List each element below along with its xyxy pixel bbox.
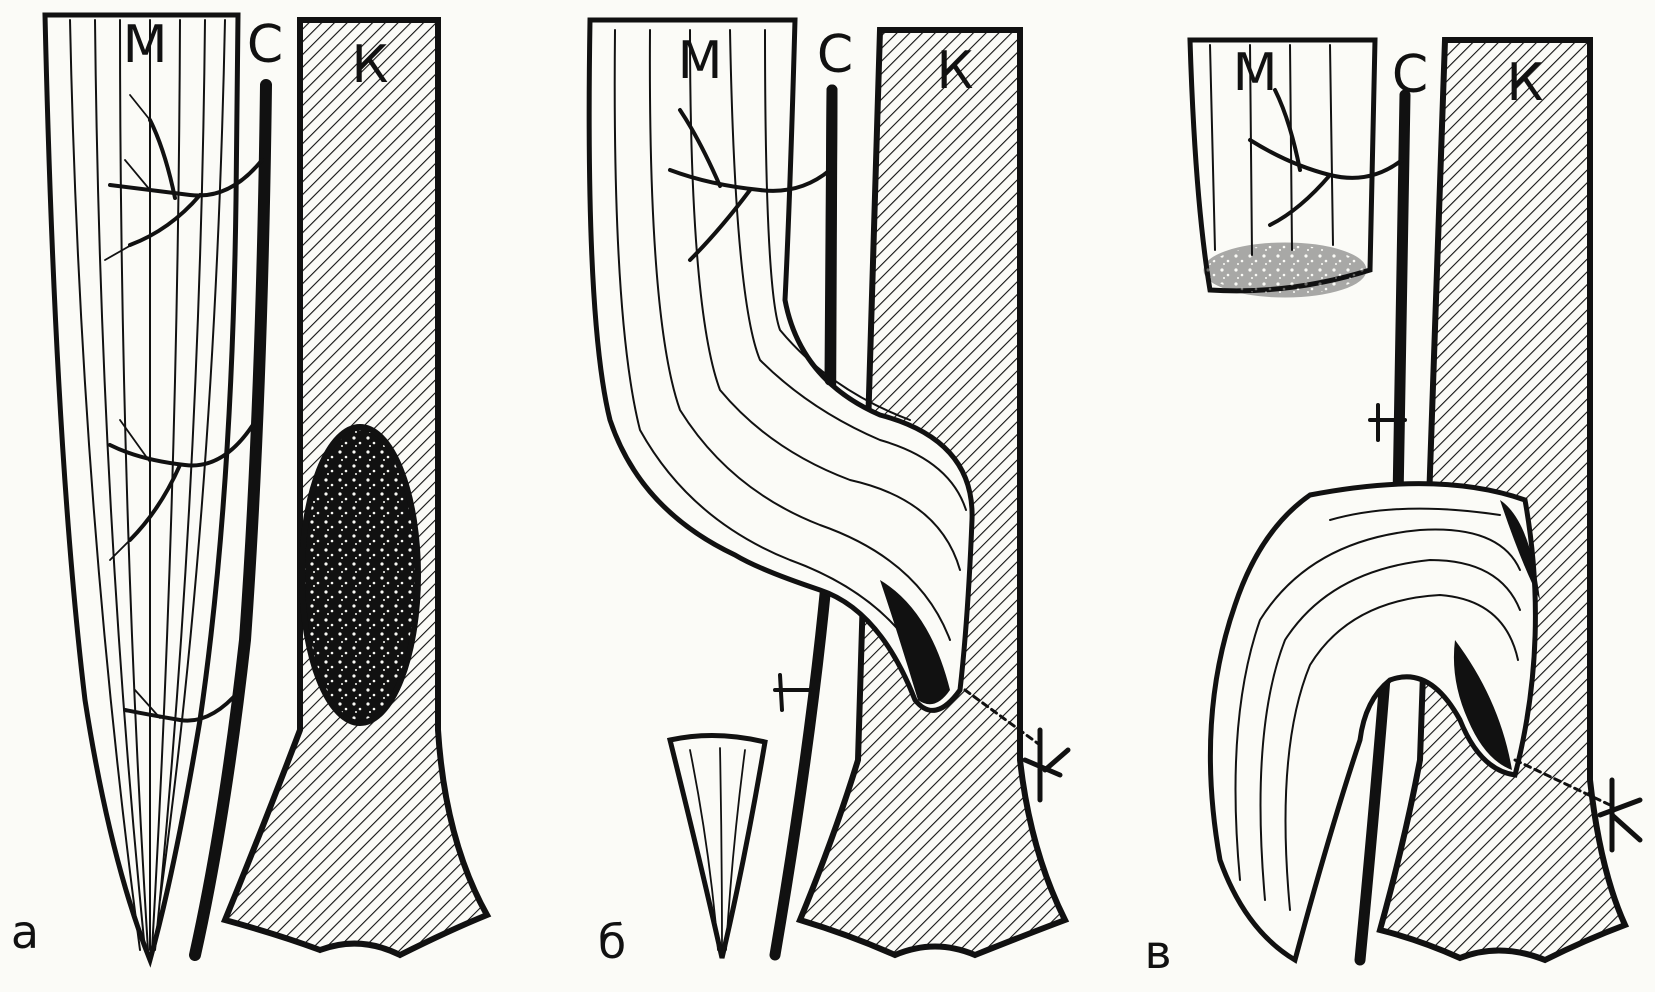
label-muscle-v: М <box>1233 43 1278 103</box>
label-vessel-a: С <box>247 15 283 75</box>
suture-knot-v <box>1600 780 1640 850</box>
label-muscle-b: М <box>678 31 723 91</box>
muscle-stump-cut-surface-v <box>1205 244 1365 296</box>
label-bone-v: К <box>1507 53 1544 113</box>
panel-a: М С К а <box>11 15 487 960</box>
panel-label-b: б <box>598 915 626 969</box>
panel-v: М С К в <box>1144 40 1640 979</box>
label-muscle-a: М <box>123 15 168 75</box>
panel-label-v: в <box>1144 925 1171 979</box>
label-vessel-b: С <box>817 25 853 85</box>
label-bone-b: К <box>937 41 974 101</box>
label-vessel-v: С <box>1392 45 1428 105</box>
panel-label-a: а <box>11 905 39 959</box>
label-bone-a: К <box>352 35 389 95</box>
muscle-stump-distal-b <box>670 735 765 958</box>
bone-defect-cavity <box>302 427 418 723</box>
panel-b: М С К б <box>589 20 1068 969</box>
ligature-vessel-b <box>775 675 810 710</box>
